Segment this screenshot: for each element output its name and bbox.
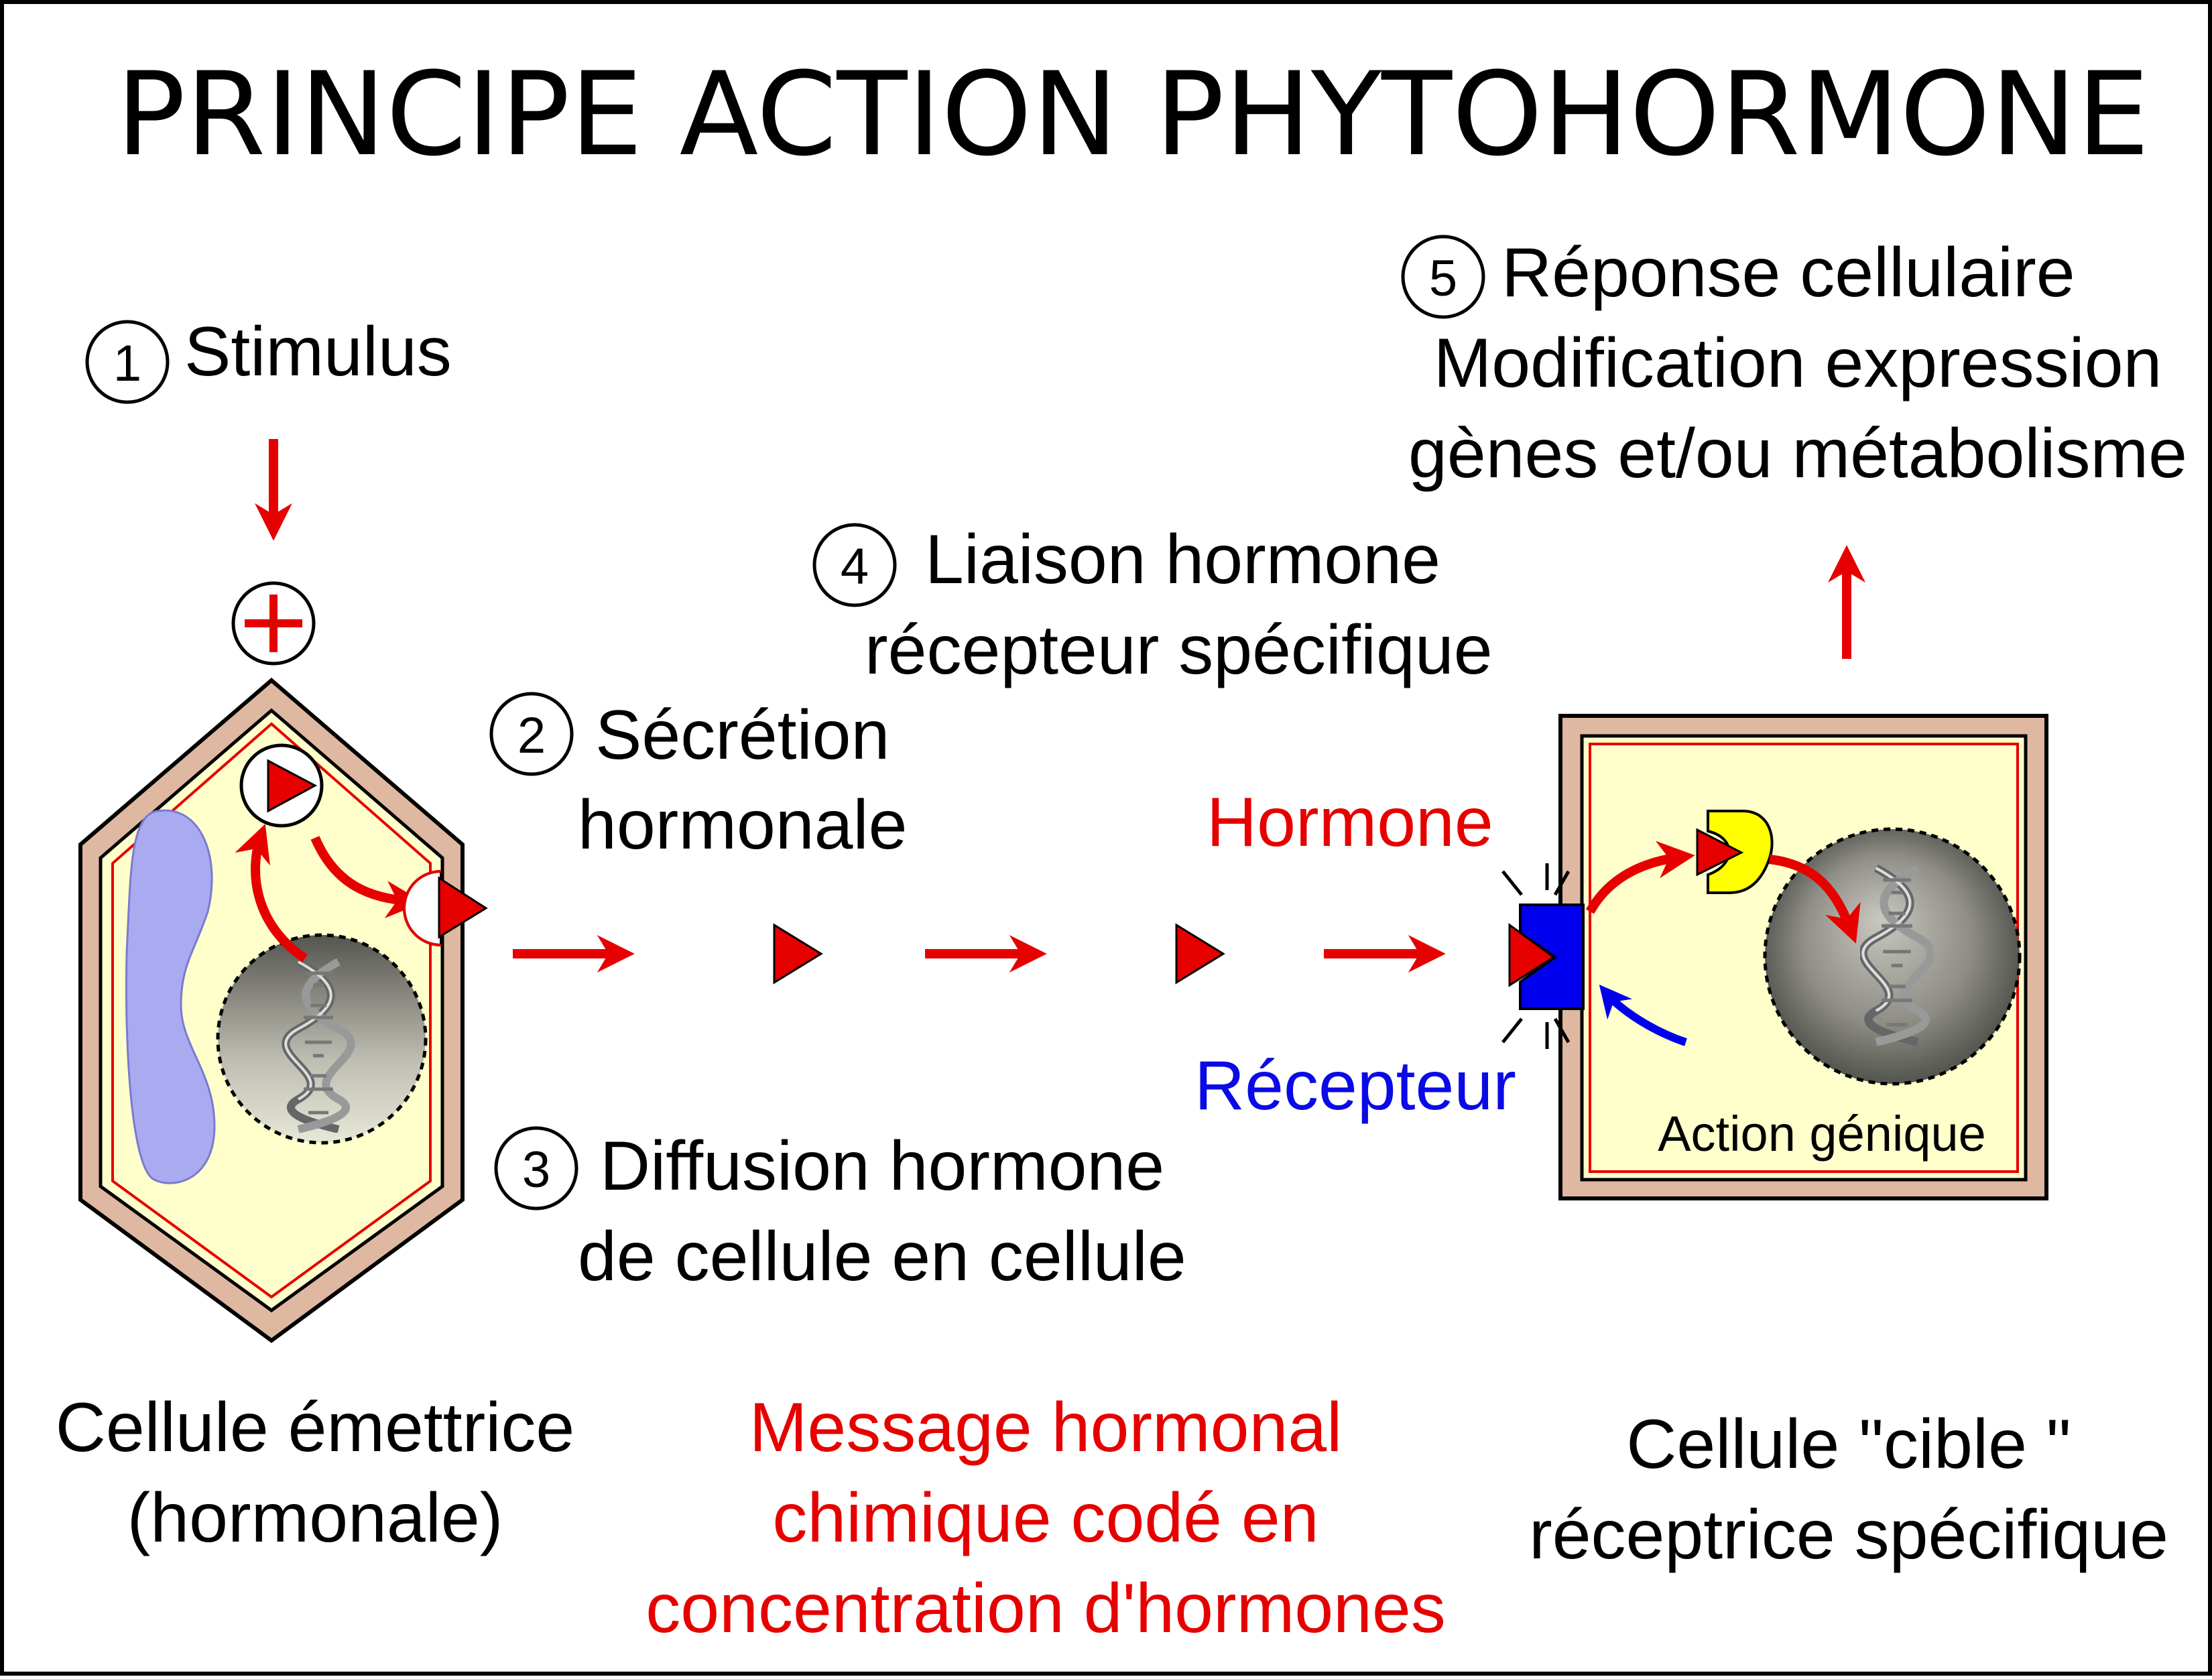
gene-action-arrow [1769, 855, 1861, 944]
step-2-line2: hormonale [578, 786, 907, 864]
step-5: 5 Réponse cellulaire Modification expres… [1401, 234, 2187, 493]
caption-emitter: Cellule émettrice (hormonale) [56, 1389, 575, 1557]
step-1-badge [85, 320, 170, 404]
caption-emitter-line1: Cellule émettrice [56, 1389, 575, 1467]
receptor-pointer-arrow [1599, 984, 1687, 1046]
step-2-line1: Sécrétion [595, 696, 889, 774]
emitter-nucleus [216, 933, 428, 1145]
caption-message-line3: concentration d'hormones [646, 1570, 1445, 1647]
step-3-badge [494, 1126, 578, 1210]
caption-emitter-line2: (hormonale) [127, 1479, 503, 1557]
step-3-number: 3 [522, 1141, 550, 1198]
caption-message-line1: Message hormonal [749, 1389, 1342, 1467]
step-3-line2: de cellule en cellule [578, 1218, 1186, 1296]
step-4: 4 Liaison hormone récepteur spécifique [812, 521, 1493, 689]
step-5-badge [1401, 235, 1485, 319]
step-4-line1: Liaison hormone [925, 521, 1440, 599]
step-4-line2: récepteur spécifique [865, 611, 1493, 689]
secreted-hormone-icon [438, 876, 488, 939]
diagram-title: PRINCIPE ACTION PHYTOHORMONE [116, 47, 2150, 182]
hormone-label: Hormone [1207, 784, 1493, 861]
caption-target-line1: Cellule "cible " [1626, 1406, 2071, 1483]
step-2: 2 Sécrétion hormonale [489, 692, 907, 864]
diffusion-chain [513, 923, 1446, 985]
stimulus-group: 1 Stimulus [85, 313, 452, 666]
caption-message-line2: chimique codé en [772, 1479, 1318, 1557]
bound-hormone-icon [1508, 923, 1556, 987]
exocytosis-membrane [403, 870, 442, 946]
synthesis-arrow [235, 824, 308, 962]
transduction-arrow [1585, 841, 1695, 914]
binding-spark-lines [1501, 863, 1571, 1049]
action-genique-label: Action génique [1658, 1106, 1986, 1162]
hormone-icon-1 [773, 923, 823, 985]
target-cell: Action génique [1558, 714, 2048, 1200]
emitter-vacuole [125, 809, 216, 1184]
step-5-line1: Réponse cellulaire [1501, 234, 2075, 312]
step-5-line3: gènes et/ou métabolisme [1408, 415, 2187, 493]
emitter-cell [78, 678, 488, 1343]
receptor-complex [1501, 863, 1687, 1049]
emitter-membrane [111, 722, 432, 1299]
step-2-badge [489, 692, 574, 776]
step-2-number: 2 [517, 707, 546, 764]
step-1-number: 1 [113, 335, 141, 392]
effector-hormone-icon [1696, 828, 1744, 877]
step-3: 3 Diffusion hormone de cellule en cellul… [494, 1126, 1186, 1296]
transport-arrow [310, 836, 424, 918]
step-4-number: 4 [841, 538, 869, 595]
step-3-line1: Diffusion hormone [600, 1127, 1164, 1205]
signal-transduction [1585, 810, 1861, 944]
caption-target-line2: réceptrice spécifique [1529, 1496, 2168, 1574]
step-4-badge [812, 523, 897, 607]
hormone-icon-2 [1175, 923, 1225, 985]
receptor-label: Récepteur [1194, 1047, 1516, 1125]
caption-message: Message hormonal chimique codé en concen… [646, 1389, 1445, 1647]
step-5-line2: Modification expression [1434, 324, 2162, 402]
caption-target: Cellule "cible " réceptrice spécifique [1529, 1406, 2168, 1574]
step-1-label: Stimulus [184, 313, 452, 391]
vesicle-hormone-icon [267, 759, 318, 813]
step-5-number: 5 [1429, 250, 1457, 307]
